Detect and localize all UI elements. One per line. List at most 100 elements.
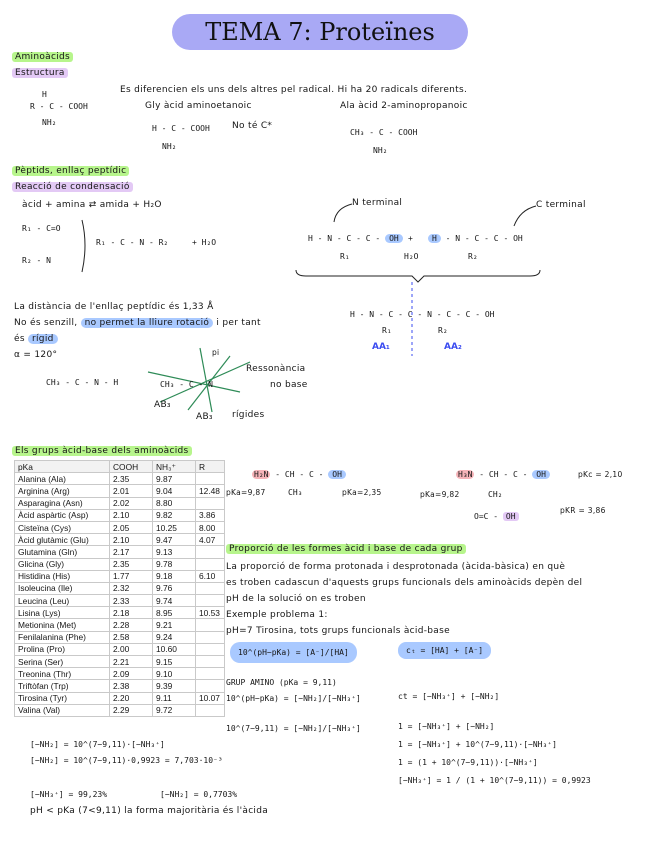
mol2-pkr: pKR = 3,86 bbox=[560, 506, 606, 515]
table-cell: 4.07 bbox=[195, 533, 225, 547]
mol2-pka-amine: pKa=9,82 bbox=[420, 490, 460, 499]
gly-struct: H - C - COOH bbox=[152, 124, 210, 133]
table-cell: Àcid glutàmic (Glu) bbox=[14, 533, 110, 547]
table-cell: 9.04 bbox=[152, 484, 196, 498]
label-ab3b: AB₃ bbox=[196, 412, 213, 422]
table-header: R bbox=[195, 459, 225, 474]
table-cell: 3.86 bbox=[195, 508, 225, 522]
table-cell bbox=[195, 581, 225, 596]
table-header: COOH bbox=[109, 459, 153, 474]
table-cell: 12.48 bbox=[195, 484, 225, 498]
heading-aminoacids: Aminoàcids bbox=[12, 52, 74, 62]
formula-box: 10^(pH−pKa) = [A⁻]/[HA] bbox=[230, 642, 357, 663]
label-ab3: AB₃ bbox=[154, 400, 171, 410]
react-r2: R₂ - N bbox=[22, 256, 51, 265]
table-cell: 2.28 bbox=[109, 618, 153, 632]
table-cell: Triftòfan (Trp) bbox=[14, 679, 110, 693]
table-cell: Lisina (Lys) bbox=[14, 606, 110, 620]
table-cell: Leucina (Leu) bbox=[14, 594, 110, 608]
text-rigid: és rígid bbox=[14, 334, 58, 344]
table-cell bbox=[195, 618, 225, 632]
table-cell bbox=[195, 679, 225, 693]
aa-h2o: H₂O bbox=[404, 252, 419, 261]
heading-proportion: Proporció de les formes àcid i base de c… bbox=[226, 544, 466, 554]
table-cell: 9.39 bbox=[152, 679, 196, 693]
ala-nh2: NH₂ bbox=[373, 146, 388, 155]
dipep-r2: R₂ bbox=[438, 326, 448, 335]
table-cell: 8.80 bbox=[152, 496, 196, 510]
react-r1: R₁ - C=O bbox=[22, 224, 61, 233]
proportion-line1: La proporció de forma protonada i despro… bbox=[226, 562, 566, 572]
proportion-line3: pH de la solució on es troben bbox=[226, 594, 366, 604]
table-cell: Glicina (Gly) bbox=[14, 557, 110, 571]
amide-struct: CH₃ - C - N - H bbox=[46, 378, 119, 387]
table-cell: 6.10 bbox=[195, 569, 225, 583]
mol1-struct: H₂N - CH - C - OH bbox=[252, 470, 346, 479]
table-cell: Serina (Ser) bbox=[14, 654, 110, 669]
table-cell: 9.74 bbox=[152, 594, 196, 608]
table-cell: 2.00 bbox=[109, 642, 153, 657]
table-cell bbox=[195, 654, 225, 669]
react-h2o: + H₂O bbox=[192, 238, 217, 247]
label-aa2: AA₂ bbox=[444, 342, 462, 352]
table-cell bbox=[195, 557, 225, 571]
table-cell: 9.10 bbox=[152, 667, 196, 681]
table-cell: Metionina (Met) bbox=[14, 618, 110, 632]
table-cell: Arginina (Arg) bbox=[14, 484, 110, 498]
table-cell bbox=[195, 642, 225, 657]
pct1: [−NH₃⁺] = 99,23% bbox=[30, 790, 108, 799]
struct-h: H bbox=[42, 90, 47, 99]
sum1: 1 = [−NH₃⁺] + [−NH₂] bbox=[398, 722, 495, 731]
table-cell bbox=[195, 703, 225, 717]
mol1-ch3: CH₃ bbox=[288, 488, 303, 497]
mol2-pkc: pKc = 2,10 bbox=[578, 470, 623, 479]
table-cell: Tirosina (Tyr) bbox=[14, 691, 110, 705]
table-cell: 2.32 bbox=[109, 581, 153, 596]
text-ala: Ala àcid 2-aminopropanoic bbox=[340, 101, 468, 111]
table-cell: Isoleucina (Ile) bbox=[14, 581, 110, 596]
table-cell: 2.09 bbox=[109, 667, 153, 681]
text-distance: La distància de l'enllaç peptídic és 1,3… bbox=[14, 302, 214, 312]
heading-peptids: Pèptids, enllaç peptídic bbox=[12, 166, 130, 176]
table-cell: Valina (Val) bbox=[14, 703, 110, 717]
table-cell: Treonina (Thr) bbox=[14, 667, 110, 681]
ala-struct: CH₃ - C - COOH bbox=[350, 128, 418, 137]
table-cell: 9.87 bbox=[152, 472, 196, 486]
label-c-terminal: C terminal bbox=[536, 200, 586, 210]
pct2: [−NH₂] = 0,7703% bbox=[160, 790, 238, 799]
table-cell: 9.24 bbox=[152, 630, 196, 644]
mol1-pka-amine: pKa=9,87 bbox=[226, 488, 266, 497]
table-cell: 9.13 bbox=[152, 545, 196, 559]
table-cell bbox=[195, 472, 225, 486]
react-product: R₁ - C - N - R₂ bbox=[96, 238, 169, 247]
text-radicals: Es diferencien els uns dels altres pel r… bbox=[120, 85, 468, 95]
table-cell: 9.18 bbox=[152, 569, 196, 583]
dipep-r1: R₁ bbox=[382, 326, 392, 335]
table-cell: 8.00 bbox=[195, 520, 225, 535]
table-cell: 2.02 bbox=[109, 496, 153, 510]
eq-ct: ct = [−NH₃⁺] + [−NH₂] bbox=[398, 692, 500, 701]
label-no-base: no base bbox=[270, 380, 308, 390]
aa1-struct: H - N - C - C - OH bbox=[308, 234, 403, 243]
eq2: 10^(7−9,11) = [−NH₂]/[−NH₃⁺] bbox=[226, 724, 361, 733]
subheading-condensacio: Reacció de condensació bbox=[12, 182, 133, 192]
dipeptide-struct: H - N - C - C - N - C - C - OH bbox=[350, 310, 495, 319]
sum3: 1 = (1 + 10^(7−9,11))·[−NH₃⁺] bbox=[398, 758, 538, 767]
sum2: 1 = [−NH₃⁺] + 10^(7−9,11)·[−NH₃⁺] bbox=[398, 740, 557, 749]
table-header: pKa bbox=[14, 459, 110, 474]
table-header: NH₃⁺ bbox=[152, 459, 196, 474]
mol2-struct: H₃N - CH - C - OH bbox=[456, 470, 550, 479]
heading-acid-base: Els grups àcid-base dels aminoàcids bbox=[12, 446, 192, 456]
